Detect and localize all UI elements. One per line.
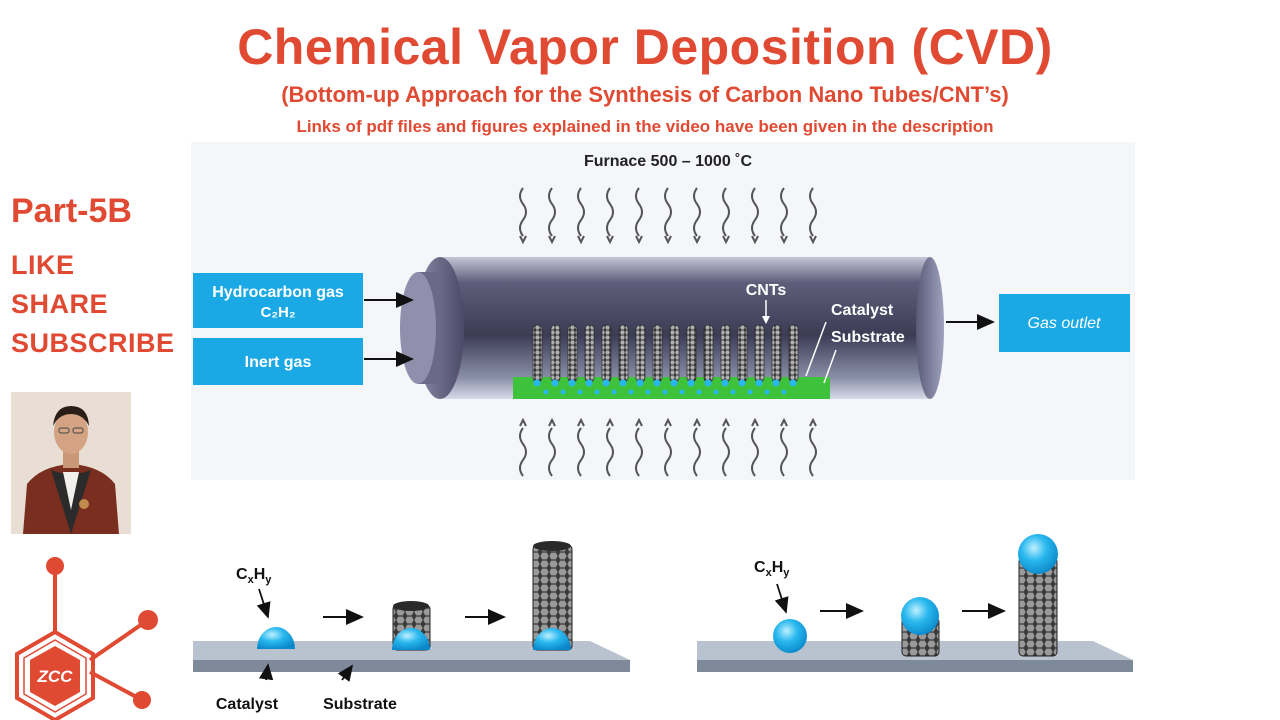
- inert-gas-box: [193, 338, 363, 385]
- heat-waves-top: [519, 187, 817, 245]
- share-text: SHARE: [11, 289, 109, 319]
- part-label: Part-5B: [11, 192, 132, 230]
- links-note: Links of pdf files and figures explained…: [296, 117, 994, 136]
- zcc-logo: ZCC: [15, 557, 158, 720]
- furnace-tube: [400, 257, 944, 399]
- cnts-label: CNTs: [746, 282, 787, 299]
- substrate-bottom-label: Substrate: [323, 696, 397, 713]
- cnts-pointer-head: [762, 316, 770, 324]
- subscribe-text: SUBSCRIBE: [11, 328, 175, 358]
- substrate-top-label: Substrate: [831, 329, 905, 346]
- gas-outlet-box: [999, 294, 1130, 352]
- substrate-cnts: [513, 324, 830, 399]
- logo-text: ZCC: [37, 667, 74, 686]
- inert-gas-label: Inert gas: [245, 354, 312, 371]
- presenter-photo: [11, 392, 131, 534]
- formula-left: CxHy: [236, 566, 272, 586]
- catalyst-pointer: [805, 321, 827, 377]
- gas-outlet-label: Gas outlet: [1028, 315, 1101, 332]
- hydrocarbon-formula: C₂H₂: [261, 304, 296, 321]
- formula-right: CxHy: [754, 559, 790, 579]
- furnace-label: Furnace 500 – 1000 ˚C: [584, 153, 753, 170]
- like-text: LIKE: [11, 250, 75, 280]
- page-subtitle: (Bottom-up Approach for the Synthesis of…: [281, 82, 1009, 107]
- hydrocarbon-label: Hydrocarbon gas: [212, 284, 344, 301]
- cvd-diagram: Furnace 500 – 1000 ˚C: [191, 142, 1135, 713]
- catalyst-bottom-label: Catalyst: [216, 696, 279, 713]
- heat-waves-bottom: [519, 417, 817, 477]
- growth-tip-model: CxHy: [697, 534, 1133, 672]
- growth-base-model: CxHy Catalyst Substrate: [193, 541, 630, 713]
- hydrocarbon-box: [193, 273, 363, 328]
- catalyst-top-label: Catalyst: [831, 302, 894, 319]
- page-title: Chemical Vapor Deposition (CVD): [237, 19, 1053, 75]
- substrate-pointer: [823, 349, 837, 384]
